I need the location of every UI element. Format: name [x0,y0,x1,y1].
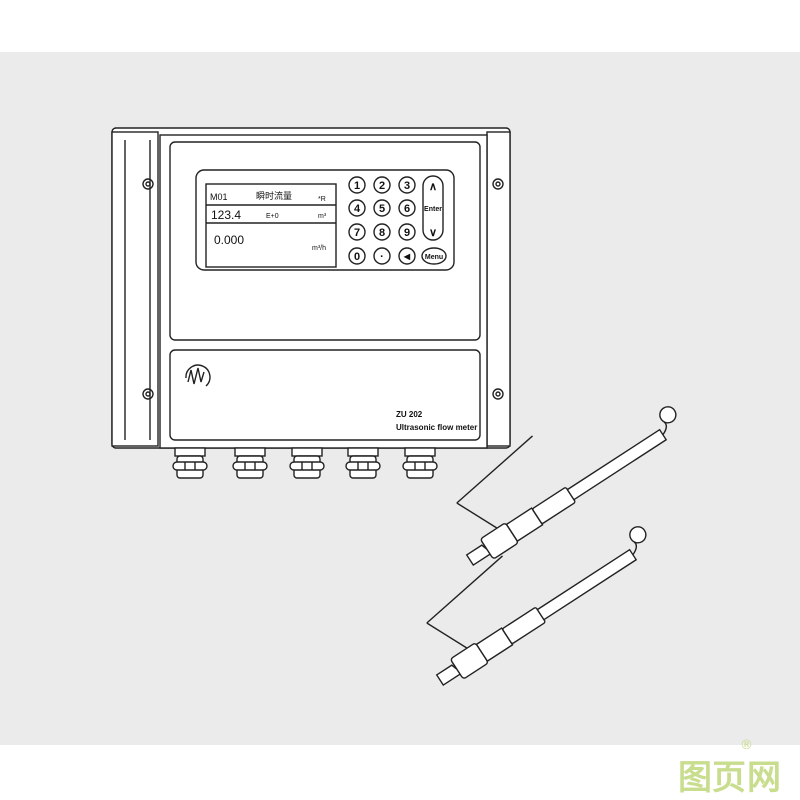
lcd-flow-value: 0.000 [214,233,244,247]
cable-gland [172,447,208,479]
key-down[interactable]: ∨ [429,227,437,239]
svg-text:4: 4 [354,203,361,215]
watermark-text: 图页 [678,758,746,798]
key-2[interactable]: 2 [373,176,391,194]
key-up[interactable]: ∧ [429,181,437,193]
svg-text:·: · [380,251,384,263]
cable-gland [402,447,438,479]
product-label: Ultrasonic flow meter [396,423,477,432]
lcd-exponent: E+0 [266,213,279,220]
key-9[interactable]: 9 [398,223,416,241]
cable-gland [232,447,268,479]
key-7[interactable]: 7 [348,223,366,241]
lcd-menu-code: M01 [210,192,228,202]
svg-text:0: 0 [354,251,360,263]
lcd-screen: M01 瞬时流量 *R 123.4 E+0 m³ 0.000 m³/h [205,183,337,268]
lcd-flag: *R [318,196,326,203]
svg-text:5: 5 [379,203,385,215]
lcd-totalizer: 123.4 [211,208,241,222]
svg-text:7: 7 [354,227,360,239]
key-enter-rocker[interactable]: ∧ Enter ∨ [422,175,444,241]
watermark-text-2: 网 [747,758,781,798]
svg-text:Menu: Menu [425,254,443,261]
svg-text:8: 8 [379,227,385,239]
key-4[interactable]: 4 [348,199,366,217]
lcd-flow-unit: m³/h [312,245,326,252]
lcd-title: 瞬时流量 [256,190,292,201]
cable-gland [289,447,325,479]
key-8[interactable]: 8 [373,223,391,241]
cable-gland [345,447,381,479]
registered-mark: ® [740,738,753,753]
brand-logo-icon [185,364,211,387]
key-6[interactable]: 6 [398,199,416,217]
svg-text:2: 2 [379,180,385,192]
key-enter[interactable]: Enter [424,206,442,213]
key-3[interactable]: 3 [398,176,416,194]
key-backspace[interactable]: ◀ [398,247,416,265]
key-menu[interactable]: Menu [421,247,447,265]
key-1[interactable]: 1 [348,176,366,194]
svg-text:6: 6 [404,203,410,215]
cable-glands [172,447,438,479]
svg-text:1: 1 [354,180,360,192]
model-label: ZU 202 [396,410,423,419]
key-5[interactable]: 5 [373,199,391,217]
svg-text:◀: ◀ [403,252,411,261]
lcd-total-unit: m³ [318,213,327,220]
transducer-probe-1 [456,406,677,567]
key-dot[interactable]: · [373,247,391,265]
keypad[interactable]: 1 2 3 4 5 6 7 8 9 0 · ◀ ∧ Enter ∨ Menu [348,175,447,265]
key-0[interactable]: 0 [348,247,366,265]
svg-text:3: 3 [404,180,410,192]
transducer-probe-2 [426,526,647,687]
svg-text:9: 9 [404,227,410,239]
